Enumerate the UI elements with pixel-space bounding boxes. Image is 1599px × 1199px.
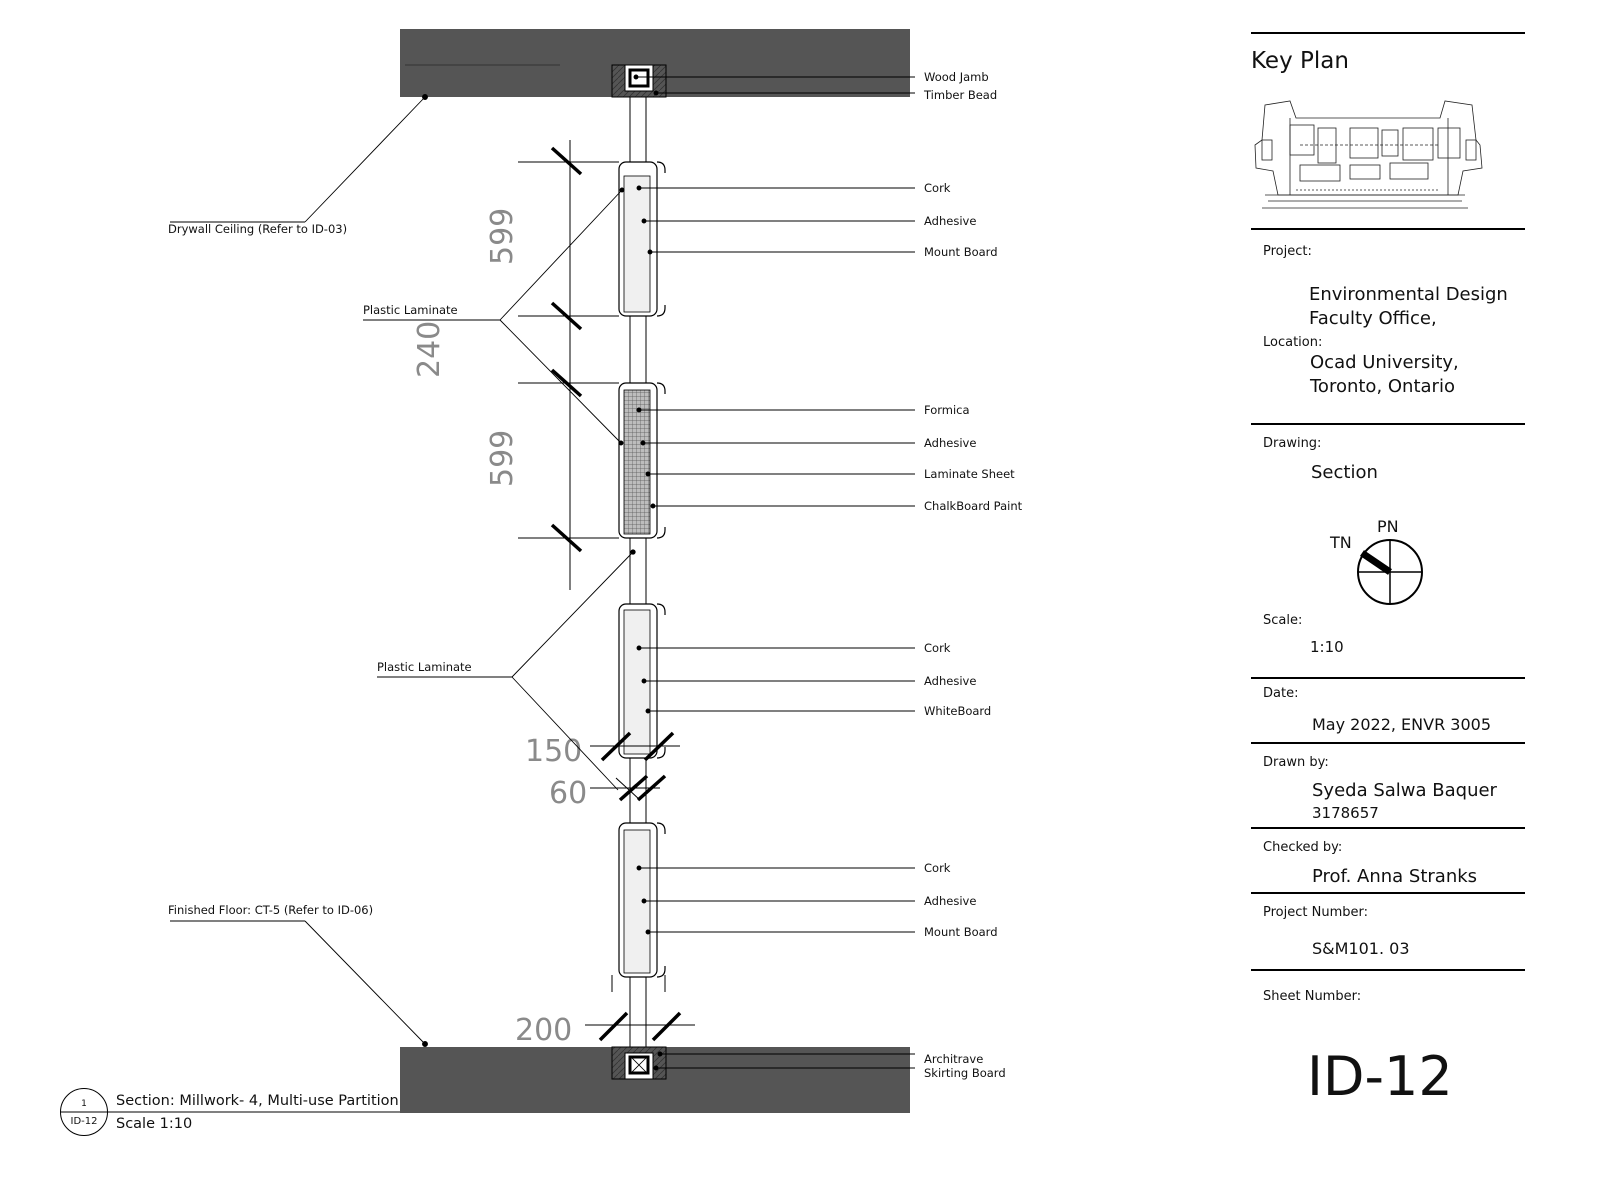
section-bubble-sheet: ID-12 xyxy=(71,1116,98,1127)
title-block xyxy=(1251,32,1525,971)
project-line1: Environmental Design xyxy=(1309,284,1508,305)
label-architrave: Architrave xyxy=(924,1052,983,1066)
project-number-value: S&M101. 03 xyxy=(1312,939,1410,958)
label-p1-adhesive: Adhesive xyxy=(924,214,976,228)
label-p4-mount-board: Mount Board xyxy=(924,925,998,939)
date-label: Date: xyxy=(1263,686,1298,701)
dimension-150: 150 xyxy=(525,734,582,769)
label-drywall-ceiling: Drywall Ceiling (Refer to ID-03) xyxy=(168,222,347,236)
project-label: Project: xyxy=(1263,244,1312,259)
north-arrow-icon xyxy=(1357,539,1423,605)
north-tn-label: TN xyxy=(1329,533,1352,552)
label-p3-adhesive: Adhesive xyxy=(924,674,976,688)
dimension-200: 200 xyxy=(515,1013,572,1048)
label-p4-adhesive: Adhesive xyxy=(924,894,976,908)
panel-1-cork xyxy=(618,161,666,317)
date-value: May 2022, ENVR 3005 xyxy=(1312,715,1491,734)
dimension-599-top: 599 xyxy=(485,208,520,265)
dimension-60: 60 xyxy=(549,776,587,811)
sheet-number-value: ID-12 xyxy=(1307,1045,1453,1108)
location-line1: Ocad University, xyxy=(1310,352,1459,373)
label-p1-mount-board: Mount Board xyxy=(924,245,998,259)
location-label: Location: xyxy=(1263,335,1322,350)
label-skirting-board: Skirting Board xyxy=(924,1066,1006,1080)
section-bubble: 1 ID-12 xyxy=(60,1088,400,1136)
project-number-label: Project Number: xyxy=(1263,905,1368,920)
key-plan-thumbnail xyxy=(1254,100,1483,209)
project-line2: Faculty Office, xyxy=(1309,308,1437,329)
section-bubble-number: 1 xyxy=(81,1099,87,1109)
checked-by-value: Prof. Anna Stranks xyxy=(1312,866,1477,887)
label-plastic-laminate-1: Plastic Laminate xyxy=(363,303,458,317)
label-plastic-laminate-2: Plastic Laminate xyxy=(377,660,472,674)
dimension-lines xyxy=(518,140,695,1042)
label-wood-jamb: Wood Jamb xyxy=(924,70,989,84)
label-p2-formica: Formica xyxy=(924,403,970,417)
panel-3-whiteboard xyxy=(618,603,666,759)
panel-2-chalkboard xyxy=(618,382,666,539)
label-p2-adhesive: Adhesive xyxy=(924,436,976,450)
leader-lines-left xyxy=(170,94,636,1047)
label-p3-cork: Cork xyxy=(924,641,951,655)
location-line2: Toronto, Ontario xyxy=(1309,376,1455,397)
dimension-240: 240 xyxy=(412,321,447,378)
drawing-label: Drawing: xyxy=(1263,436,1321,451)
label-timber-bead: Timber Bead xyxy=(923,88,997,102)
label-p1-cork: Cork xyxy=(924,181,951,195)
label-p3-whiteboard: WhiteBoard xyxy=(924,704,991,718)
key-plan-title: Key Plan xyxy=(1251,48,1349,74)
bottom-wood-jamb xyxy=(611,1046,667,1080)
sheet-number-label: Sheet Number: xyxy=(1263,989,1361,1004)
dimension-599-bottom: 599 xyxy=(485,430,520,487)
panel-4-cork xyxy=(618,822,666,978)
checked-by-label: Checked by: xyxy=(1263,840,1342,855)
drawing-value: Section xyxy=(1311,462,1378,483)
scale-label: Scale: xyxy=(1263,613,1302,628)
label-finished-floor: Finished Floor: CT-5 (Refer to ID-06) xyxy=(168,903,373,917)
label-p2-laminate-sheet: Laminate Sheet xyxy=(924,467,1015,481)
section-title: Section: Millwork- 4, Multi-use Partitio… xyxy=(116,1093,399,1109)
north-pn-label: PN xyxy=(1377,517,1399,536)
label-p4-cork: Cork xyxy=(924,861,951,875)
drawn-by-id: 3178657 xyxy=(1312,804,1379,822)
drawn-by-name: Syeda Salwa Baquer xyxy=(1312,780,1498,801)
scale-value: 1:10 xyxy=(1310,638,1344,656)
section-scale: Scale 1:10 xyxy=(116,1116,192,1132)
label-p2-chalkboard-paint: ChalkBoard Paint xyxy=(924,499,1023,513)
leader-lines-right xyxy=(633,74,915,1071)
drawn-by-label: Drawn by: xyxy=(1263,755,1329,770)
